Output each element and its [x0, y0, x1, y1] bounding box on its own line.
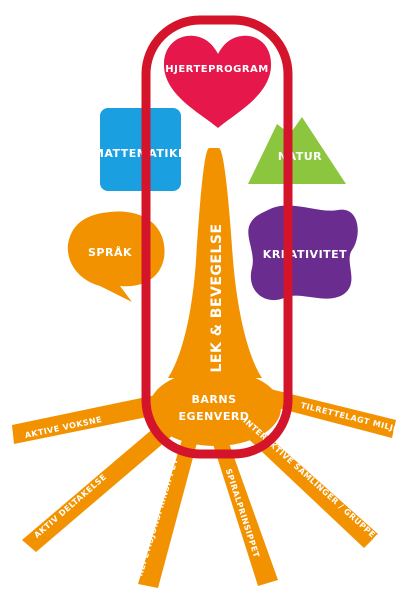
math-label: MATTEMATIKK [93, 147, 187, 160]
language-bubble: SPRÅK [67, 211, 165, 302]
language-label: SPRÅK [88, 246, 132, 259]
root-label-active-participation: AKTIV DELTAKELSE [32, 472, 108, 540]
root-spiral [206, 418, 278, 586]
creativity-label: KREATIVITET [263, 248, 347, 261]
root-label-interactive: INTERAKTIVE SAMLINGER / GRUPPER [241, 416, 382, 544]
base-line1: BARNS [192, 393, 237, 406]
heart-icon [163, 35, 272, 128]
trunk-label: LEK & BEVEGELSE [209, 223, 225, 372]
roots [12, 380, 396, 588]
base-ellipse [149, 370, 281, 446]
math-box: MATTEMATIKK [93, 108, 187, 191]
heart: HJERTEPROGRAM [163, 35, 272, 128]
root-interactive [222, 404, 378, 548]
highlight-outline [141, 15, 293, 459]
root-active-adults [12, 392, 172, 444]
root-active-participation [22, 410, 186, 552]
root-repetition [138, 420, 202, 588]
trunk: LEK & BEVEGELSE BARNS EGENVERD [149, 148, 281, 446]
base-line2: EGENVERD [179, 410, 250, 423]
creativity-blob: KREATIVITET [248, 205, 358, 301]
heart-label: HJERTEPROGRAM [165, 64, 268, 75]
nature-mountain: NATUR [248, 117, 346, 184]
